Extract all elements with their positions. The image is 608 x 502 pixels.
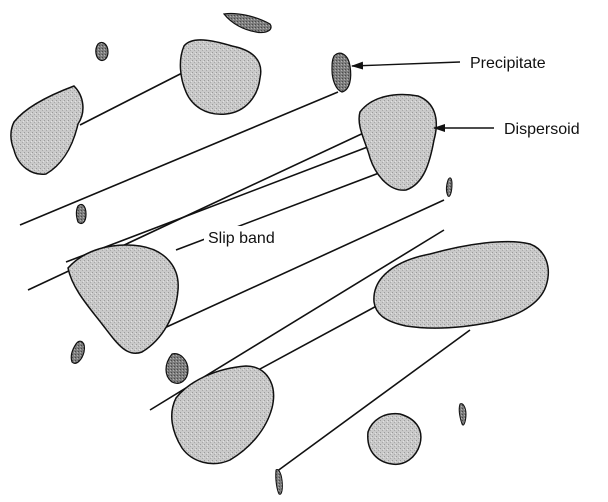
dispersoid-particle [11,86,83,174]
precipitate-particle [71,341,84,363]
dispersoid-particle [172,366,274,464]
precipitate-particle [224,13,271,32]
precipitate-label: Precipitate [470,55,546,72]
precipitate-particle [459,404,466,425]
precipitate-particle [276,469,283,494]
dispersoid-particles [11,40,548,464]
slip-line [80,68,192,125]
precipitate-particle [332,53,351,92]
dispersoid-label: Dispersoid [504,121,580,138]
dispersoid-particle [68,245,178,353]
slip-band-label: Slip band [208,230,275,247]
dispersoid-particle [374,242,548,328]
precipitate-particle [96,42,108,60]
precipitate-leader-arrow [352,62,460,66]
dispersoid-particle [368,414,421,465]
dispersoid-particle [180,40,260,114]
precipitate-particle [77,204,87,223]
precipitate-particle [447,178,453,196]
precipitate-particle [166,354,188,384]
